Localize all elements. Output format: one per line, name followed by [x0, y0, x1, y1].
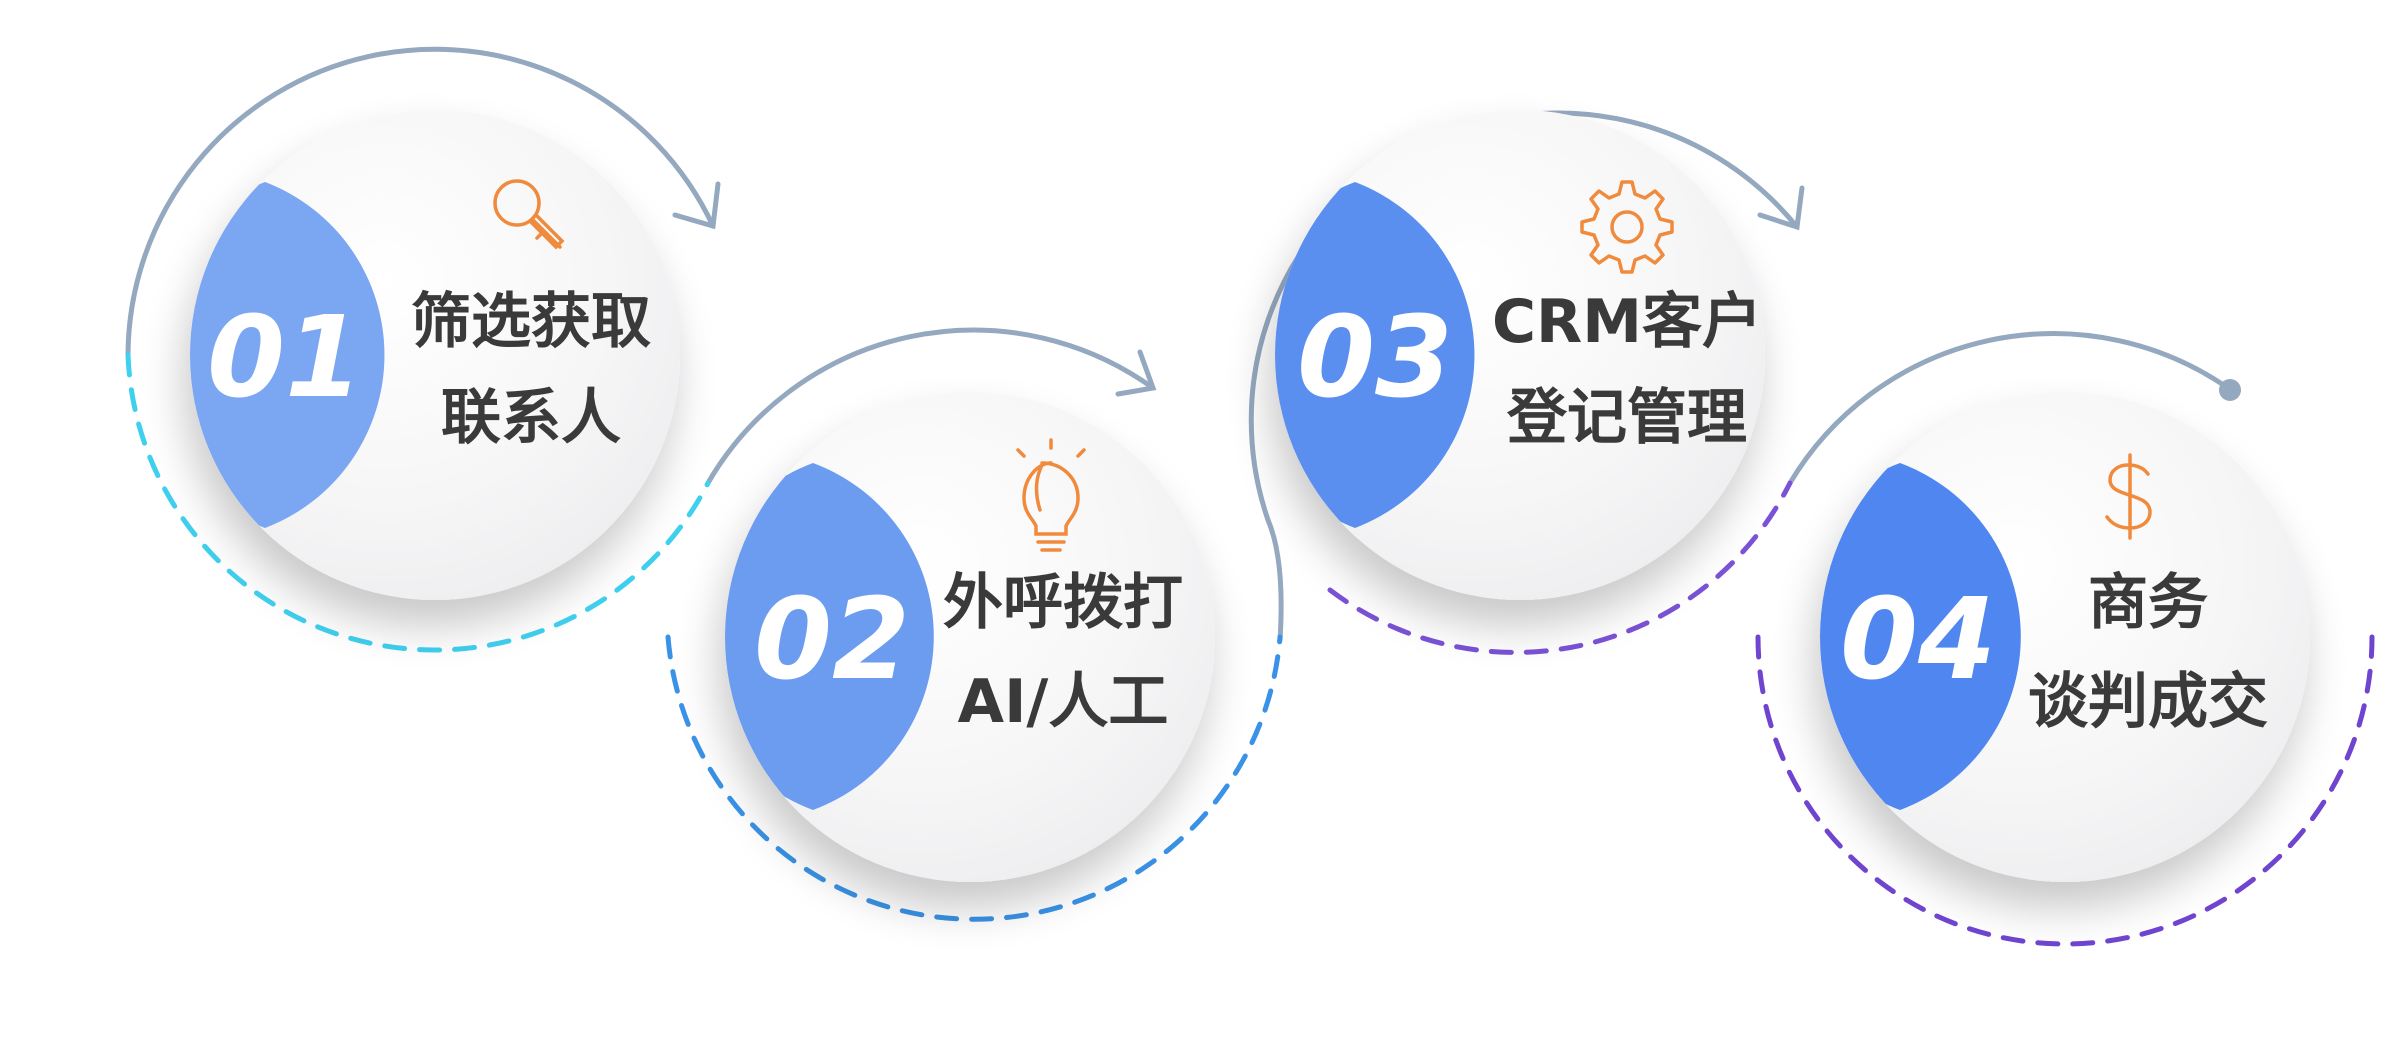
arrow-head-step1: [672, 181, 721, 230]
lightbulb-icon: [1016, 438, 1086, 552]
step-2: 02 外呼拨打 AI/人工: [725, 392, 1215, 882]
arc-end-dot: [2219, 379, 2241, 401]
step-title-line1: CRM客户: [1492, 287, 1762, 357]
step-title-line2: 谈判成交: [2028, 667, 2268, 737]
dashed-arc-step1: [125, 352, 711, 653]
arrow-head-step3: [1757, 185, 1805, 231]
step-1: 01 筛选获取 联系人: [190, 110, 680, 600]
step-4: 04 商务 谈判成交: [1820, 392, 2310, 882]
step-title-line1: 商务: [2088, 568, 2208, 638]
link-step2-step3: [1265, 517, 1284, 643]
step-title-line2: AI/人工: [958, 667, 1169, 737]
dashed-arc-step3: [1327, 480, 1793, 655]
step-number: 02: [754, 575, 910, 705]
step-number-lens: [1820, 463, 2021, 810]
step-number: 04: [1840, 575, 1996, 705]
step-title-line2: 联系人: [441, 383, 621, 453]
step-number-lens: [725, 463, 934, 810]
arc-step4-upper: [1787, 331, 2231, 486]
dashed-arc-step4: [1755, 634, 2375, 947]
dollar-icon: [2105, 453, 2152, 540]
step-title-line1: 外呼拨打: [943, 568, 1183, 638]
arc-step1-upper: [125, 46, 716, 358]
arc-step2-upper: [705, 327, 1156, 486]
dashed-arc-step2: [665, 634, 1283, 922]
search-icon: [493, 179, 565, 250]
gear-icon: [1580, 180, 1674, 274]
step-3: 03 CRM客户 登记管理: [1275, 110, 1765, 600]
step-title-line2: 登记管理: [1506, 383, 1747, 453]
step-number-lens: [1275, 182, 1475, 528]
step-number: 01: [207, 293, 363, 423]
step-number: 03: [1297, 293, 1453, 423]
arrow-head-step2: [1115, 349, 1157, 397]
step-title-line1: 筛选获取: [411, 287, 651, 357]
dashed-arcs: [125, 352, 2375, 947]
